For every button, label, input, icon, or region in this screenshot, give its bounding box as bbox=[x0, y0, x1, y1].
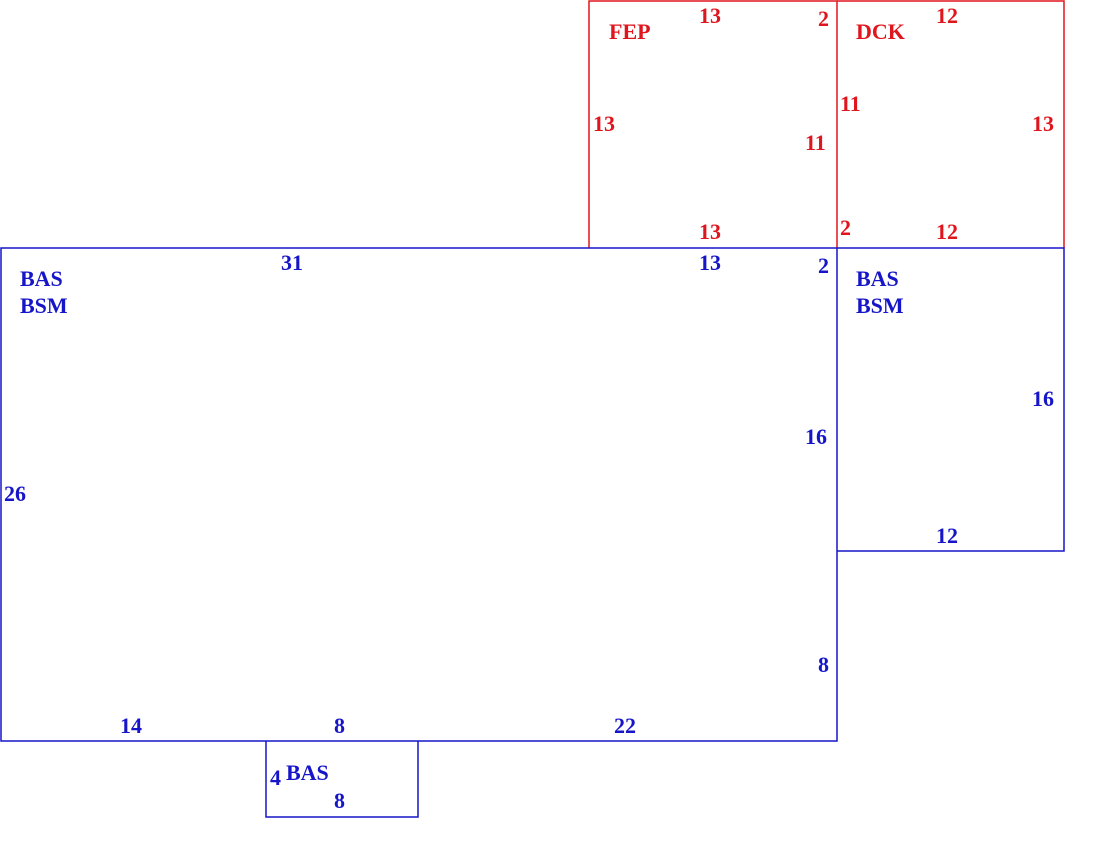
small-area-outline bbox=[265, 741, 419, 818]
lower-level: BAS BSM 31 13 2 26 16 8 14 8 22 BAS BSM … bbox=[0, 247, 1065, 818]
fep-dim-top: 13 bbox=[699, 3, 721, 28]
main-label-bsm: BSM bbox=[20, 293, 68, 318]
main-area-outline bbox=[0, 247, 838, 742]
dck-label: DCK bbox=[856, 19, 905, 44]
small-dim-bottom: 8 bbox=[334, 788, 345, 813]
main-dim-top-corner: 2 bbox=[818, 253, 829, 278]
fep-outline bbox=[588, 0, 838, 248]
main-dim-bottom-mid: 8 bbox=[334, 713, 345, 738]
fep-dim-right: 11 bbox=[805, 130, 826, 155]
small-label-bas: BAS bbox=[286, 760, 329, 785]
fep-dim-left: 13 bbox=[593, 111, 615, 136]
east-dim-right: 16 bbox=[1032, 386, 1054, 411]
east-area-outline bbox=[837, 247, 1065, 552]
main-dim-left: 26 bbox=[4, 481, 26, 506]
main-dim-bottom-right: 22 bbox=[614, 713, 636, 738]
main-dim-top: 31 bbox=[281, 250, 303, 275]
main-dim-right-lower: 8 bbox=[818, 652, 829, 677]
dck-outline bbox=[837, 0, 1065, 248]
main-dim-bottom-left: 14 bbox=[120, 713, 142, 738]
main-dim-top-right: 13 bbox=[699, 250, 721, 275]
dck-dim-bottom: 12 bbox=[936, 219, 958, 244]
east-dim-bottom: 12 bbox=[936, 523, 958, 548]
main-label-bas: BAS bbox=[20, 266, 63, 291]
fep-label: FEP bbox=[609, 19, 651, 44]
east-label-bsm: BSM bbox=[856, 293, 904, 318]
fep-dim-bottom: 13 bbox=[699, 219, 721, 244]
upper-level: FEP 13 2 13 11 13 DCK 12 11 2 13 12 bbox=[588, 0, 1065, 248]
small-dim-left: 4 bbox=[270, 765, 281, 790]
dck-dim-right: 13 bbox=[1032, 111, 1054, 136]
dck-dim-left: 11 bbox=[840, 91, 861, 116]
east-label-bas: BAS bbox=[856, 266, 899, 291]
main-dim-right-upper: 16 bbox=[805, 424, 827, 449]
dck-dim-top: 12 bbox=[936, 3, 958, 28]
fep-dim-top-right: 2 bbox=[818, 6, 829, 31]
dck-dim-bottom-left: 2 bbox=[840, 215, 851, 240]
